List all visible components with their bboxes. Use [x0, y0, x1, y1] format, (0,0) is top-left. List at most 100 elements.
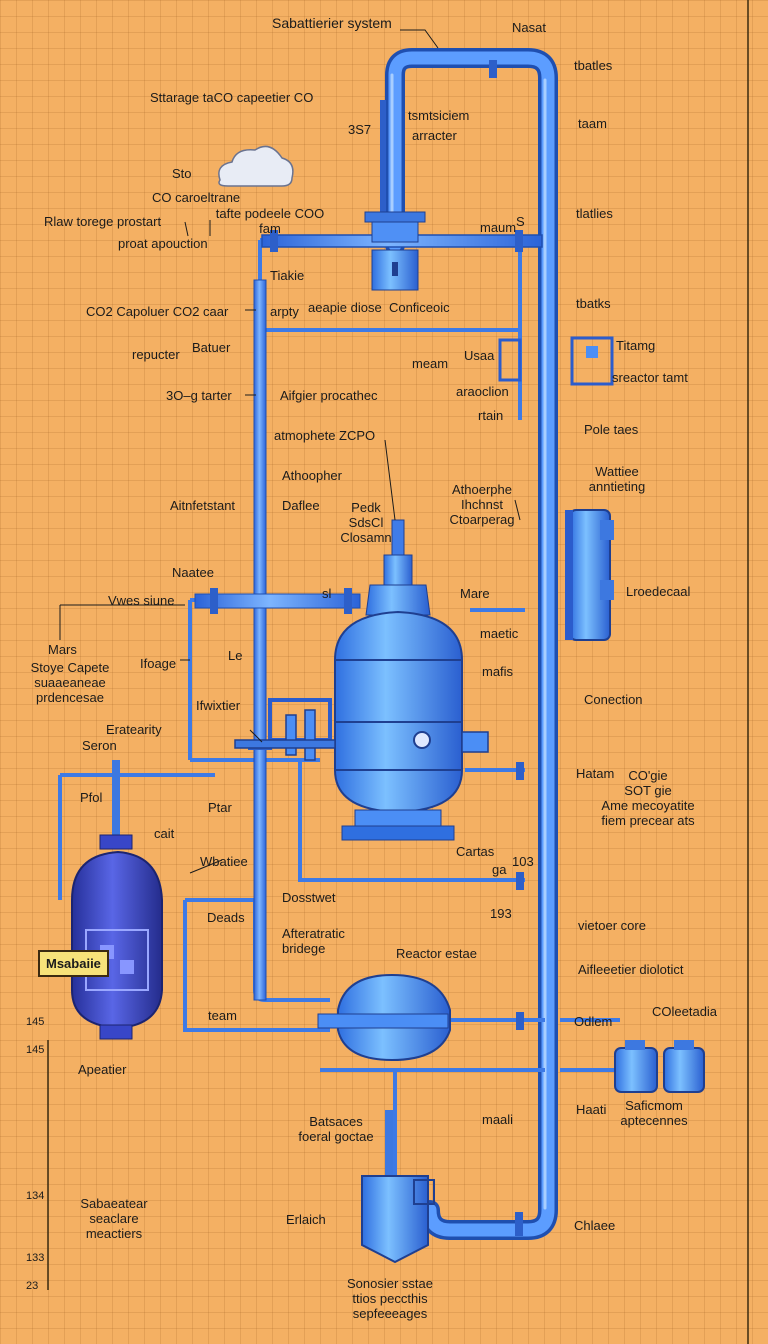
label-pfol: Pfol	[80, 790, 103, 805]
label-raw-storage: Rlaw torege prostart	[44, 214, 162, 229]
label-tbatles: tbatles	[574, 58, 613, 73]
left-riser	[248, 279, 272, 1001]
label-saficmom: Saficmom aptecennes	[620, 1098, 688, 1128]
label-maum: maum	[480, 220, 517, 235]
right-side-tank	[498, 336, 614, 641]
label-reactor-estae: Reactor estae	[396, 946, 477, 961]
label-athoopher: Athoopher	[282, 468, 342, 483]
label-sl: sl	[322, 586, 332, 601]
label-arracter: arracter	[412, 128, 457, 143]
label-eratearity: Eratearity	[106, 722, 162, 737]
label-num-ca: 193	[490, 906, 512, 921]
label-maali: maali	[482, 1112, 514, 1127]
bottom-separator-tank	[361, 1110, 435, 1264]
label-batsaces: Batsaces foeral goctae	[298, 1114, 374, 1144]
main-reactor-vessel	[334, 519, 463, 841]
label-odlem: Odlem	[574, 1014, 613, 1029]
label-wbatiee: Wbatiee	[200, 854, 248, 869]
label-maetic: maetic	[480, 626, 519, 641]
label-arpty: arpty	[270, 304, 299, 319]
bottom-horizontal-vessel	[317, 973, 524, 1062]
label-chlaee: Chlaee	[574, 1218, 616, 1233]
axis-tick-1: 145	[26, 1016, 45, 1028]
label-co2-capture: CO2 Capoluer CO2 caar	[86, 304, 229, 319]
label-scoing: 3S7	[348, 122, 372, 137]
label-ifoage: Ifoage	[140, 656, 177, 671]
label-ptar: Ptar	[208, 800, 232, 815]
top-right-label: Nasat	[512, 20, 546, 35]
collector-tanks	[614, 1040, 705, 1093]
reactor-badge: Msabaiie	[38, 950, 109, 977]
label-le: Le	[228, 648, 243, 663]
label-haati: Haati	[576, 1102, 607, 1117]
label-meam: meam	[412, 356, 449, 371]
axis-tick-2: 145	[26, 1044, 45, 1056]
label-stoye-capete: Stoye Capete suaaeaneae prdencesae	[30, 660, 110, 705]
pipe-flanges	[489, 60, 524, 1236]
label-aieetier: Aifleeetier diolotict	[578, 962, 684, 977]
label-sto: Sto	[172, 166, 192, 181]
label-repucter: repucter	[132, 347, 180, 362]
cloud-icon	[218, 145, 294, 187]
label-mars: Mars	[48, 642, 77, 657]
label-seron: Seron	[82, 738, 117, 753]
label-sept: S	[516, 214, 525, 229]
label-erlaich: Erlaich	[286, 1212, 326, 1227]
label-araoclion: araoclion	[456, 384, 509, 399]
label-num-oe: 103	[512, 854, 534, 869]
label-cartas: Cartas	[456, 844, 495, 859]
label-usaa: Usaa	[464, 348, 495, 363]
label-co-capture: CO caroeltrane	[152, 190, 241, 205]
label-afteratrtic: Afteratratic bridege	[282, 926, 345, 956]
manifold-valves	[234, 698, 489, 761]
label-proat: proat apouction	[118, 236, 208, 251]
label-ga: ga	[492, 862, 507, 877]
label-dosstwet: Dosstwet	[282, 890, 336, 905]
label-lroedecaal: Lroedecaal	[626, 584, 691, 599]
label-vwes-siune: Vwes siune	[108, 593, 175, 608]
label-co-tarter: 3O–g tarter	[166, 388, 232, 403]
label-mare-mid: Mare	[460, 586, 490, 601]
label-conection: Conection	[584, 692, 643, 707]
label-apeatier: Apeatier	[78, 1062, 127, 1077]
label-titamg: Titamg	[616, 338, 656, 353]
label-taam: taam	[578, 116, 607, 131]
label-tlatlies: tlatlies	[576, 206, 613, 221]
label-tafte: tafte podeele COO fam	[215, 206, 325, 236]
main-loop-pipe	[385, 48, 558, 1240]
label-daflee: Daflee	[282, 498, 320, 513]
label-aitnfetstant: Aitnfetstant	[170, 498, 236, 513]
label-batuer: Batuer	[192, 340, 231, 355]
label-mafis: mafis	[482, 664, 514, 679]
label-tsmtsiciem: tsmtsiciem	[408, 108, 470, 123]
label-aeapie-diose: aeapie diose Conficeoic	[308, 300, 450, 315]
axis-tick-4: 134	[26, 1190, 45, 1202]
label-aifgier: Aifgier procathec	[280, 388, 378, 403]
axis-tick-5: 133	[26, 1252, 45, 1264]
label-naatee: Naatee	[172, 565, 214, 580]
leader-lines	[59, 29, 521, 874]
inlet-stack	[364, 100, 426, 291]
label-pole-taes: Pole taes	[584, 422, 639, 437]
label-storage: Sttarage taCO capeetier CO	[150, 90, 314, 105]
label-sabaatear: Sabaeatear seaclare meactiers	[80, 1196, 148, 1241]
label-vietoer: vietoer core	[578, 918, 646, 933]
label-tbatks: tbatks	[576, 296, 611, 311]
label-pedk: Pedk SdsCl Closamn	[340, 500, 392, 545]
label-dead: Deads	[207, 910, 245, 925]
label-sonosier: Sonosier sstae ttios peccthis sepfeeeage…	[347, 1276, 433, 1321]
label-hatam: Hatam	[576, 766, 615, 781]
label-atmophete: atmophete ZCPO	[274, 428, 376, 443]
label-coleetadia: COleetadia	[652, 1004, 718, 1019]
label-team: team	[208, 1008, 237, 1023]
label-athoerphe: Athoerphe Ihchnst Ctoarperag	[449, 482, 515, 527]
label-mixtier: Ifwixtier	[196, 698, 241, 713]
feed-pipe	[194, 588, 361, 614]
label-cait: cait	[154, 826, 175, 841]
label-tiakie: Tiakie	[270, 268, 305, 283]
label-co-gie: CO'gie SOT gie Ame mecoyatite fiem prece…	[601, 768, 695, 828]
label-rtain: rtain	[478, 408, 504, 423]
diagram-title: Sabattierier system	[272, 15, 392, 31]
